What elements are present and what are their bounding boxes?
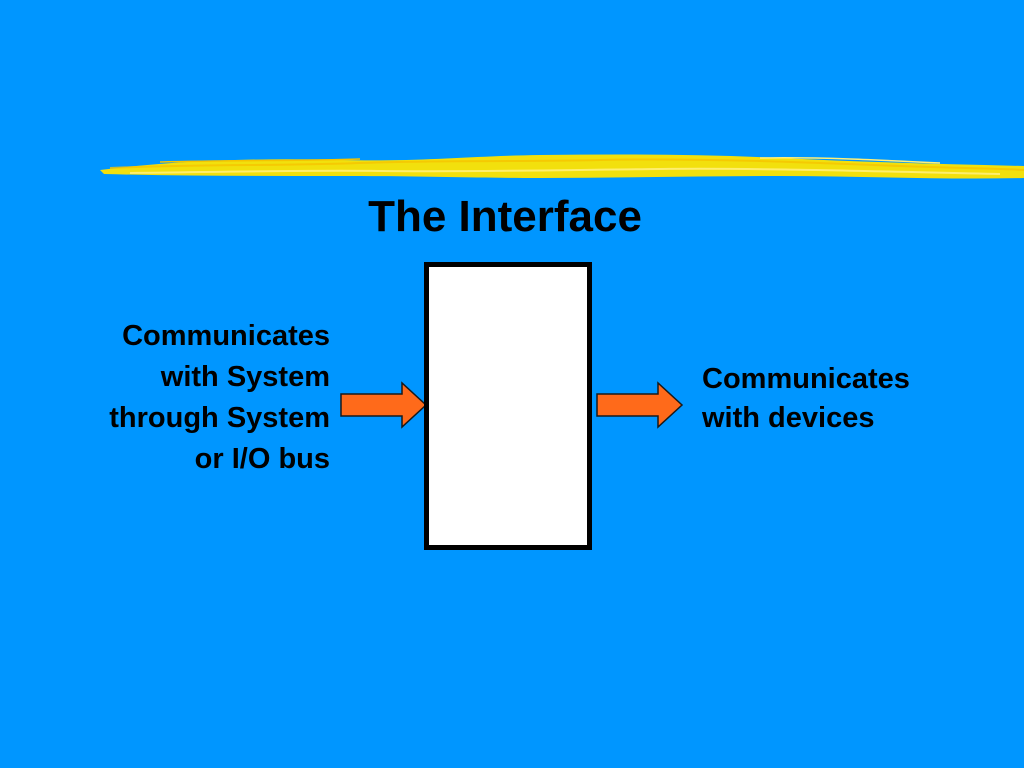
- left-description-line: through System: [109, 402, 330, 434]
- right-description: Communicates with devices: [702, 360, 1002, 438]
- left-description-line: with System: [160, 361, 330, 393]
- right-arrow-icon: [596, 381, 684, 429]
- left-description: Communicates with System through System …: [40, 316, 330, 480]
- interface-box: [424, 262, 592, 550]
- right-arrow-icon: [340, 381, 428, 429]
- left-description-line: or I/O bus: [194, 443, 330, 475]
- left-description-line: Communicates: [122, 320, 330, 352]
- right-description-line: Communicates: [702, 363, 910, 395]
- slide-title: The Interface: [368, 192, 642, 241]
- yellow-brush-stroke-icon: [100, 154, 1024, 179]
- right-description-line: with devices: [702, 402, 875, 434]
